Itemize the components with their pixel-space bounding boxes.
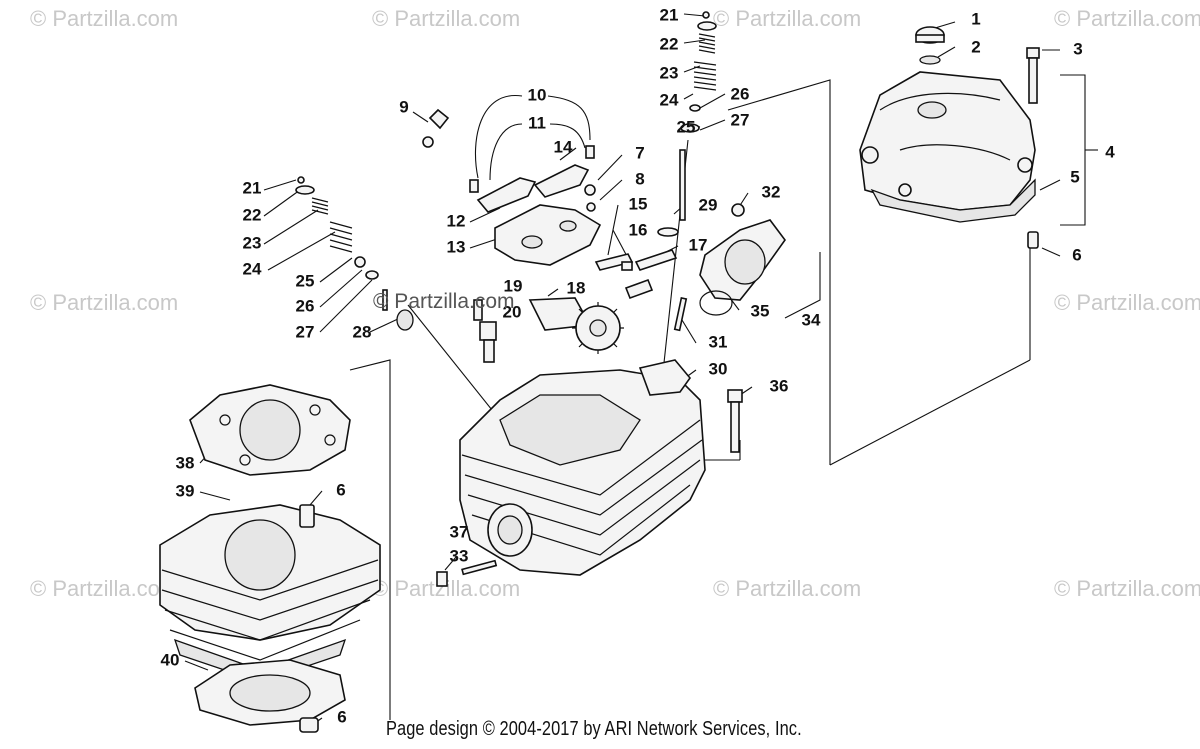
callout-23: 23 xyxy=(243,233,262,252)
leader-lines xyxy=(184,13,1098,726)
callout-37: 37 xyxy=(450,522,469,541)
callout-22: 22 xyxy=(660,34,679,53)
callout-19: 19 xyxy=(504,276,523,295)
watermark: © Partzilla.com xyxy=(30,576,179,601)
callout-20: 20 xyxy=(503,302,522,321)
callout-36: 36 xyxy=(770,376,789,395)
callout-25: 25 xyxy=(677,117,696,136)
callout-39: 39 xyxy=(176,481,195,500)
valve-spring-stack-left xyxy=(295,176,414,331)
callout-23: 23 xyxy=(660,63,679,82)
callout-2: 2 xyxy=(971,37,980,56)
callout-18: 18 xyxy=(567,278,586,297)
callout-6: 6 xyxy=(337,707,346,726)
cylinder-head xyxy=(436,359,743,587)
callout-31: 31 xyxy=(709,332,728,351)
callout-21: 21 xyxy=(660,5,679,24)
callout-26: 26 xyxy=(731,84,750,103)
callout-30: 30 xyxy=(709,359,728,378)
callout-17: 17 xyxy=(689,235,708,254)
callout-35: 35 xyxy=(751,301,770,320)
callout-24: 24 xyxy=(660,90,679,109)
callout-labels: 1 2 3 4 5 6 6 6 7 8 9 10 11 12 13 14 15 … xyxy=(161,5,1116,726)
callout-24: 24 xyxy=(243,259,262,278)
watermark: © Partzilla.com xyxy=(1054,290,1200,315)
watermark: © Partzilla.com xyxy=(713,576,862,601)
callout-3: 3 xyxy=(1073,39,1082,58)
callout-22: 22 xyxy=(243,205,262,224)
watermark: © Partzilla.com xyxy=(30,290,179,315)
callout-8: 8 xyxy=(635,169,644,188)
callout-14: 14 xyxy=(554,137,573,156)
callout-6: 6 xyxy=(336,480,345,499)
rocker-arm-assembly xyxy=(422,108,678,300)
valve-cover xyxy=(859,26,1040,249)
callout-6: 6 xyxy=(1072,245,1081,264)
intake-manifold xyxy=(673,203,786,332)
callout-27: 27 xyxy=(731,110,750,129)
callout-15: 15 xyxy=(629,194,648,213)
callout-13: 13 xyxy=(447,237,466,256)
callout-5: 5 xyxy=(1070,167,1079,186)
callout-1: 1 xyxy=(971,9,980,28)
watermark-center: © Partzilla.com xyxy=(373,290,515,313)
page-footer: Page design © 2004-2017 by ARI Network S… xyxy=(386,718,802,740)
callout-32: 32 xyxy=(762,182,781,201)
callout-25: 25 xyxy=(296,271,315,290)
callout-7: 7 xyxy=(635,143,644,162)
callout-10: 10 xyxy=(528,85,547,104)
watermark: © Partzilla.com xyxy=(1054,576,1200,601)
callout-11: 11 xyxy=(528,113,546,132)
watermark: © Partzilla.com xyxy=(372,6,521,31)
callout-9: 9 xyxy=(399,97,408,116)
callout-33: 33 xyxy=(450,546,469,565)
callout-40: 40 xyxy=(161,650,180,669)
callout-12: 12 xyxy=(447,211,466,230)
callout-38: 38 xyxy=(176,453,195,472)
callout-21: 21 xyxy=(243,178,262,197)
callout-16: 16 xyxy=(629,220,648,239)
callout-27: 27 xyxy=(296,322,315,341)
camshaft-sprocket xyxy=(473,297,624,363)
valve-spring-stack-right xyxy=(657,11,717,237)
callout-4: 4 xyxy=(1105,142,1115,161)
cylinder-block xyxy=(159,384,381,733)
callout-28: 28 xyxy=(353,322,372,341)
callout-26: 26 xyxy=(296,296,315,315)
callout-34: 34 xyxy=(802,310,821,329)
callout-29: 29 xyxy=(699,195,718,214)
watermark: © Partzilla.com xyxy=(713,6,862,31)
watermark: © Partzilla.com xyxy=(1054,6,1200,31)
watermark: © Partzilla.com xyxy=(30,6,179,31)
